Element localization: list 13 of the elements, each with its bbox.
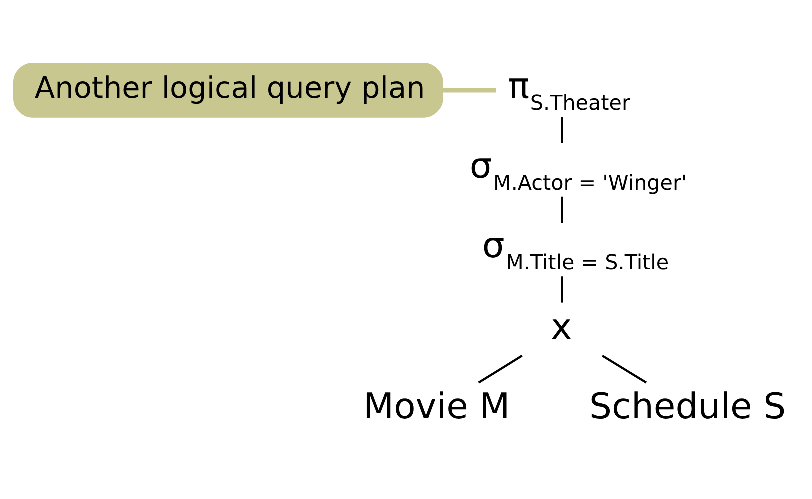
node-text: π$_{S.Theater}$ xyxy=(508,66,630,115)
connector xyxy=(561,116,564,143)
node-text: x xyxy=(551,306,572,348)
connector xyxy=(478,354,523,384)
node-text: Movie M xyxy=(364,386,510,428)
node-text: σ$_{M.Title = S.Title}$ xyxy=(482,225,670,274)
connector xyxy=(602,354,648,384)
connector xyxy=(561,196,564,223)
node-box: Another logical query plan xyxy=(14,62,444,118)
connector xyxy=(561,276,564,302)
node-text: Schedule S xyxy=(590,386,786,428)
connector xyxy=(442,88,496,92)
node-text: σ$_{M.Actor = 'Winger'}$ xyxy=(470,145,688,194)
